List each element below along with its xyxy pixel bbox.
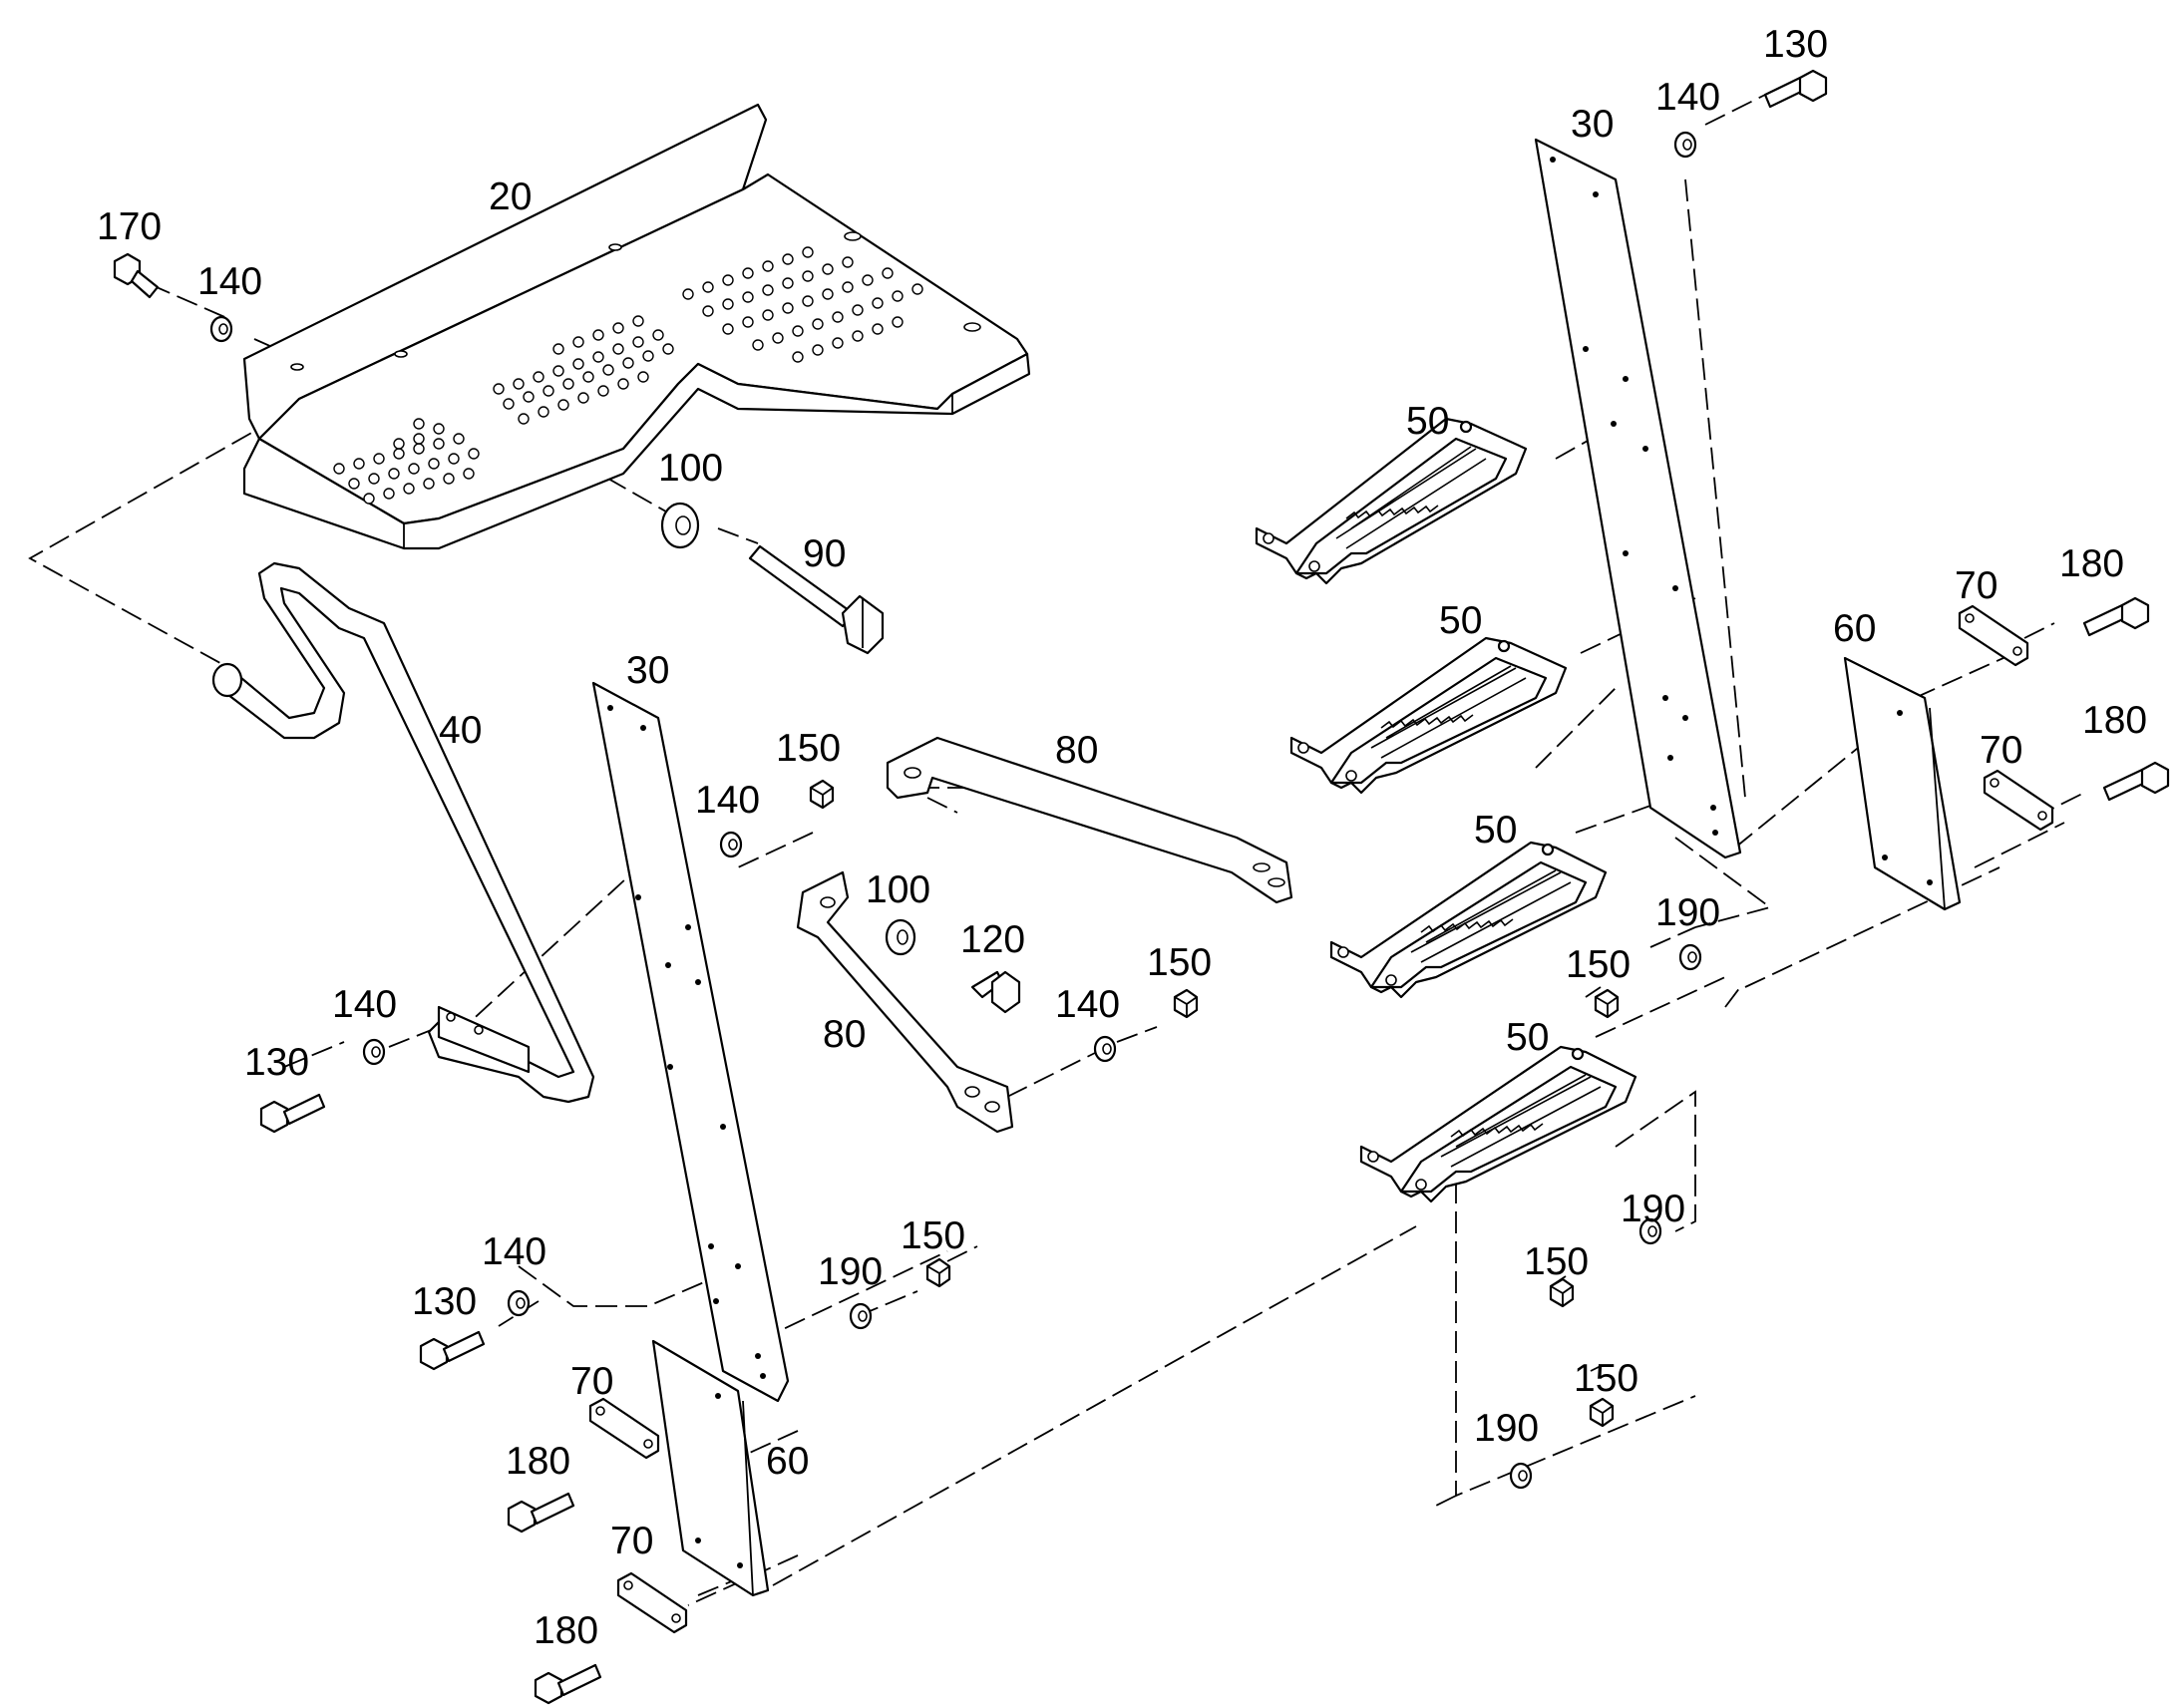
callout-100-mid: 100 [866,868,930,911]
step-part-1 [1255,417,1528,585]
bolt-120 [970,970,1021,1014]
brace-mid-part [796,870,1014,1134]
callout-140-a: 140 [695,779,760,822]
callouts: 20 170 140 100 90 40 30 140 130 140 130 … [97,23,2147,1652]
link-70-left-b [616,1571,688,1634]
link-70-right-a [1958,604,2029,667]
link-plates [588,604,2054,1634]
washer-140-a [719,831,743,858]
callout-50-d: 50 [1506,1016,1549,1059]
handrail-part [211,561,595,1104]
callout-140-left-low: 140 [482,1230,546,1273]
bolt-180-left-b [534,1663,602,1705]
nut-150-d [1594,988,1620,1019]
callout-190-d: 190 [1474,1407,1539,1450]
callout-180-left-a: 180 [506,1440,570,1483]
callout-150-f: 150 [1574,1357,1638,1400]
callout-130-right: 130 [1763,23,1828,66]
washer-140-left-low [507,1289,531,1317]
callout-120: 120 [960,918,1025,961]
bolt-part-90 [748,544,885,655]
callout-170: 170 [97,205,162,248]
callout-140-left-mid: 140 [332,983,397,1026]
bolt-180-left-a [507,1492,575,1534]
step-part-4 [1359,1045,1637,1203]
plate-right-part [1843,656,1962,911]
stringer-right-part [1534,138,1742,859]
nut-150-e [1549,1277,1575,1308]
callout-190-c: 190 [1621,1188,1685,1230]
callout-70-right-b: 70 [1980,729,2022,772]
nut-150-f [1589,1397,1615,1428]
washer-190-d [1509,1462,1533,1490]
callout-100-top: 100 [658,447,723,490]
callout-150-c: 150 [901,1214,965,1257]
callout-50-c: 50 [1474,809,1517,852]
washers [209,131,1702,1490]
stringer-left-part [591,681,790,1403]
callout-90: 90 [803,532,846,575]
washer-140-topleft [209,315,233,343]
callout-30-left: 30 [626,649,669,692]
callout-70-left-a: 70 [570,1360,613,1403]
callout-40: 40 [439,709,482,752]
washer-190-b [1678,943,1702,971]
callout-140-b: 140 [1055,983,1120,1026]
nut-150-b [1173,988,1199,1019]
bolt-180-right-b [2102,761,2170,802]
brace-top-part [886,736,1293,904]
link-70-left-a [588,1397,660,1460]
step-part-2 [1289,636,1568,795]
bolt-180-right-a [2082,596,2150,637]
washer-140-right [1673,131,1697,159]
callout-150-e: 150 [1524,1240,1589,1283]
platform-part [242,103,1031,550]
washer-140-b [1093,1035,1117,1063]
callout-150-a: 150 [776,727,841,770]
callout-190-b: 190 [1655,891,1720,934]
callout-190-a: 190 [818,1250,883,1293]
callout-150-b: 150 [1147,941,1212,984]
callout-180-left-b: 180 [534,1609,598,1652]
callout-180-right-a: 180 [2059,542,2124,585]
washer-190-c [1638,1217,1662,1245]
plate-left-part [651,1339,770,1597]
callout-30-right: 30 [1571,103,1614,146]
nut-150-c [925,1257,951,1288]
callout-50-b: 50 [1439,599,1482,642]
link-70-right-b [1983,769,2054,832]
callout-20: 20 [489,175,532,218]
bolt-130-right [1763,69,1828,109]
bolt-130-left-low [419,1330,486,1371]
callout-80-mid: 80 [823,1013,866,1056]
callout-150-d: 150 [1566,943,1631,986]
callout-140-right: 140 [1655,76,1720,119]
callout-60-right: 60 [1833,607,1876,650]
washer-140-left-mid [362,1038,386,1066]
callout-130-left-mid: 130 [244,1041,309,1084]
nuts [809,779,1620,1428]
bolt-130-left-mid [259,1093,326,1134]
callout-140-topleft: 140 [197,260,262,303]
perforations [333,246,923,505]
step-part-3 [1329,841,1608,999]
callout-60-left: 60 [766,1440,809,1483]
bolts [113,69,2170,1705]
callout-180-right-b: 180 [2082,699,2147,742]
nut-150-a [809,779,835,810]
callout-50-a: 50 [1406,400,1449,443]
callout-70-right-a: 70 [1955,564,1998,607]
callout-80-top: 80 [1055,729,1098,772]
washer-100-mid [885,918,916,956]
washer-190-a [849,1302,873,1330]
bolt-170 [113,252,160,299]
washer-100-top [660,502,700,549]
callout-130-left-low: 130 [412,1280,477,1323]
callout-70-left-b: 70 [610,1520,653,1562]
